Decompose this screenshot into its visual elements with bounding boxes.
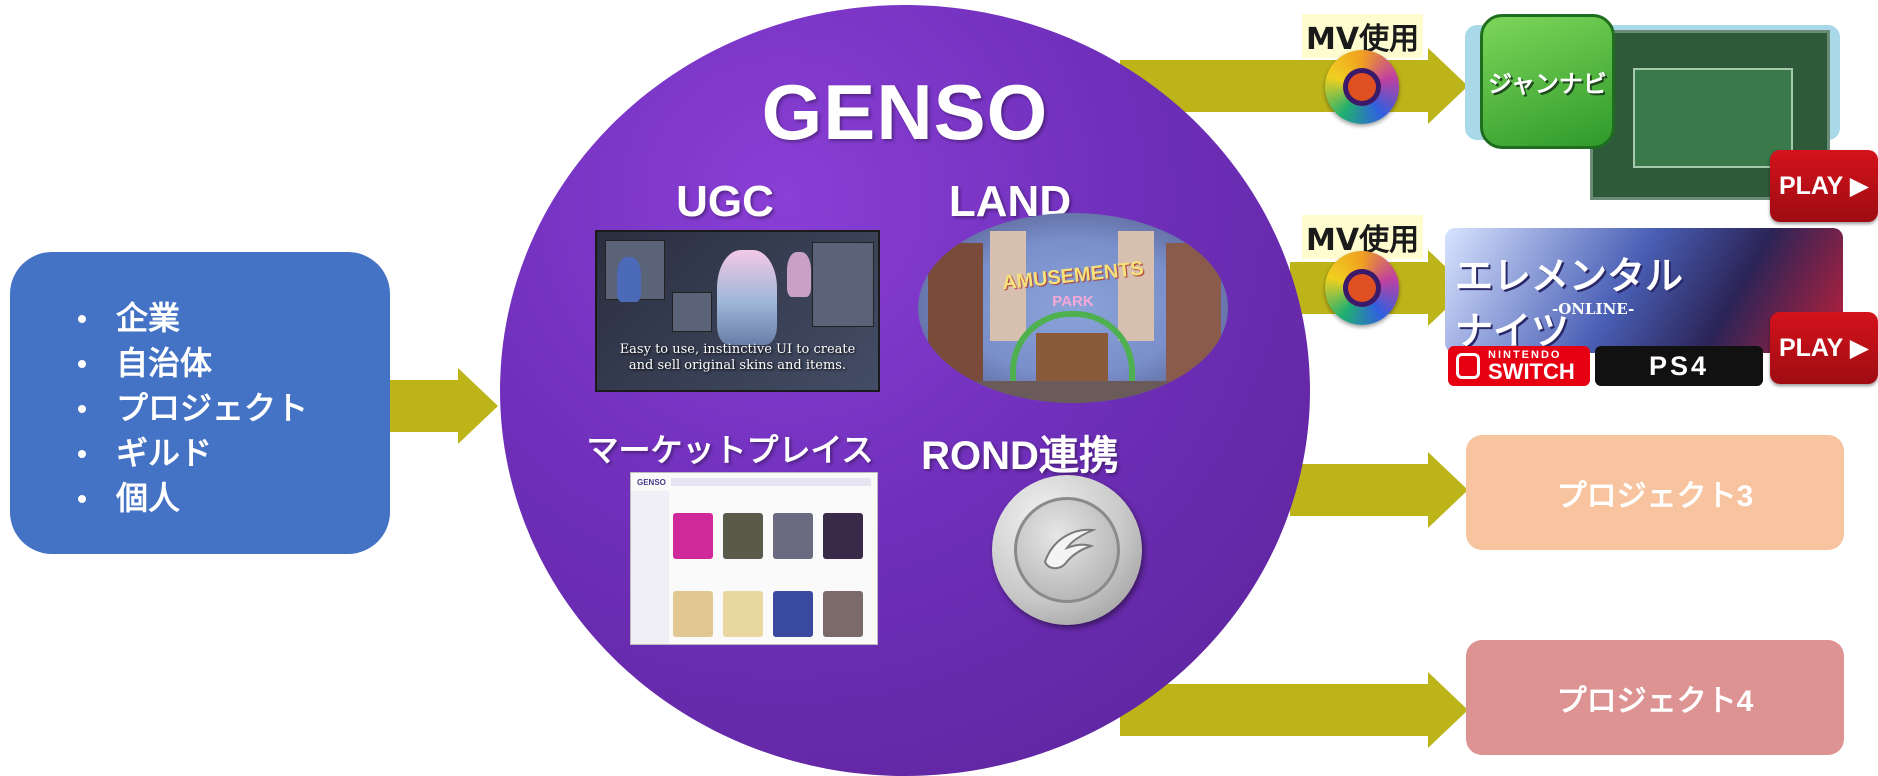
- bullet-icon: [78, 359, 86, 368]
- participant-label: ギルド: [116, 435, 213, 471]
- participants-list: 企業 自治体 プロジェクト ギルド 個人: [68, 296, 390, 521]
- elemental-knights-logo: エレメンタルナイツ: [1455, 253, 1684, 353]
- participant-label: 個人: [116, 480, 181, 516]
- gate-door: [1036, 333, 1108, 388]
- bullet-icon: [78, 449, 86, 458]
- participant-label: 企業: [116, 300, 181, 336]
- participant-label: 自治体: [116, 345, 213, 381]
- ugc-caption-line: Easy to use, instinctive UI to create: [619, 342, 856, 357]
- ps4-badge: PS4: [1595, 346, 1763, 386]
- rond-coin-icon: [992, 475, 1142, 625]
- arrow-to-project4-head: [1428, 672, 1468, 748]
- mv-medal-icon: [1325, 251, 1399, 325]
- wing-icon: [1043, 528, 1097, 570]
- character-figure: [617, 257, 641, 302]
- character-figure: [717, 250, 777, 345]
- arrow-to-project4-shaft: [1120, 684, 1430, 736]
- bullet-icon: [78, 494, 86, 503]
- project4-box: プロジェクト4: [1466, 640, 1844, 755]
- marketplace-header-bar: [671, 478, 871, 486]
- item-card[interactable]: [673, 513, 713, 559]
- marketplace-sidebar: [631, 491, 669, 644]
- marketplace-title: マーケットプレイス: [586, 432, 874, 468]
- input-arrow-head: [458, 368, 498, 444]
- bullet-icon: [78, 404, 86, 413]
- mahjong-table: [1633, 68, 1793, 168]
- ugc-screenshot: Easy to use, instinctive UI to create an…: [595, 230, 880, 392]
- item-card[interactable]: [723, 513, 763, 559]
- rond-coin-face: [1014, 497, 1120, 603]
- arrow-to-project3-head: [1428, 452, 1468, 528]
- genso-title: GENSO: [761, 68, 1049, 156]
- amusement-park-sign-sub: PARK: [1052, 293, 1094, 310]
- marketplace-screenshot: GENSO: [630, 472, 878, 645]
- nintendo-switch-badge: NINTENDO SWITCH: [1448, 346, 1590, 386]
- participant-item: 企業: [68, 296, 390, 341]
- mv-usage-label: MV使用: [1302, 14, 1424, 58]
- left-tower: [990, 231, 1026, 341]
- ground: [918, 381, 1228, 403]
- janavi-play-button[interactable]: PLAY ▶: [1770, 150, 1878, 222]
- item-card[interactable]: [673, 591, 713, 637]
- arrow-to-janavi-head: [1428, 48, 1468, 124]
- genso-ecosystem-circle: GENSO UGC Easy to use, instinctive UI to…: [500, 5, 1310, 776]
- left-building: [928, 243, 983, 393]
- switch-badge-line1: NINTENDO: [1488, 349, 1562, 361]
- item-card[interactable]: [823, 591, 863, 637]
- rond-title: ROND連携: [921, 434, 1119, 478]
- participants-box: 企業 自治体 プロジェクト ギルド 個人: [10, 252, 390, 554]
- janavi-app-icon: ジャンナビ: [1480, 14, 1615, 149]
- elemental-knights-logo-sub: -ONLINE-: [1552, 300, 1635, 318]
- ugc-caption-line: and sell original skins and items.: [628, 358, 847, 373]
- switch-badge-line2: SWITCH: [1488, 359, 1575, 384]
- marketplace-logo: GENSO: [637, 478, 666, 487]
- participant-item: 個人: [68, 476, 390, 521]
- ugc-caption: Easy to use, instinctive UI to create an…: [597, 342, 878, 374]
- switch-logo-icon: [1456, 353, 1480, 379]
- project3-box: プロジェクト3: [1466, 435, 1844, 550]
- janavi-name: ジャンナビ: [1488, 71, 1607, 98]
- ugc-editor-pane: [672, 292, 712, 332]
- ugc-editor-pane: [812, 242, 874, 327]
- arrow-to-project3-shaft: [1290, 464, 1430, 516]
- participant-item: ギルド: [68, 431, 390, 476]
- participant-item: 自治体: [68, 341, 390, 386]
- item-card[interactable]: [773, 513, 813, 559]
- character-figure: [787, 252, 811, 297]
- input-arrow-shaft: [390, 380, 460, 432]
- ugc-title: UGC: [676, 177, 774, 226]
- item-card[interactable]: [773, 591, 813, 637]
- elemental-knights-play-button[interactable]: PLAY ▶: [1770, 312, 1878, 384]
- mv-medal-icon: [1325, 50, 1399, 124]
- participant-item: プロジェクト: [68, 386, 390, 431]
- right-tower: [1118, 231, 1154, 341]
- participant-label: プロジェクト: [116, 390, 309, 426]
- bullet-icon: [78, 314, 86, 323]
- land-screenshot: AMUSEMENTS PARK: [918, 213, 1228, 403]
- right-building: [1166, 243, 1221, 393]
- item-card[interactable]: [823, 513, 863, 559]
- item-card[interactable]: [723, 591, 763, 637]
